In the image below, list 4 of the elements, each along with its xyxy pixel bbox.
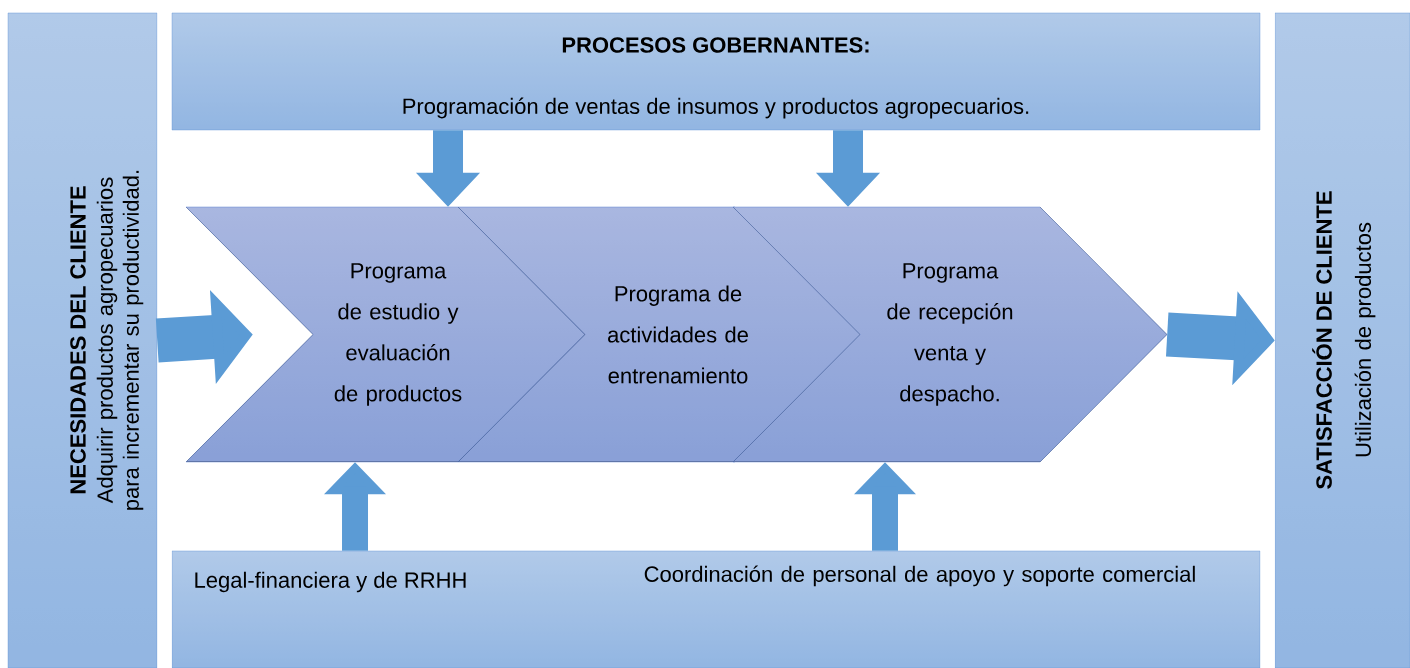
process-box: NECESIDADES DEL CLIENTE Adquirir productos agropecuarios para incrementar su productividad. [7,12,158,668]
process-box: Legal-financiera y de RRHH Coordinación de personal de apoyo y soporte comercial [171,550,1261,668]
process-box: PROCESOS GOBERNANTES: Programación de ventas de insumos y productos agropecuarios. [171,12,1261,131]
process-box: SATISFACCIÓN DE CLIENTE Utilización de productos [1274,12,1410,668]
